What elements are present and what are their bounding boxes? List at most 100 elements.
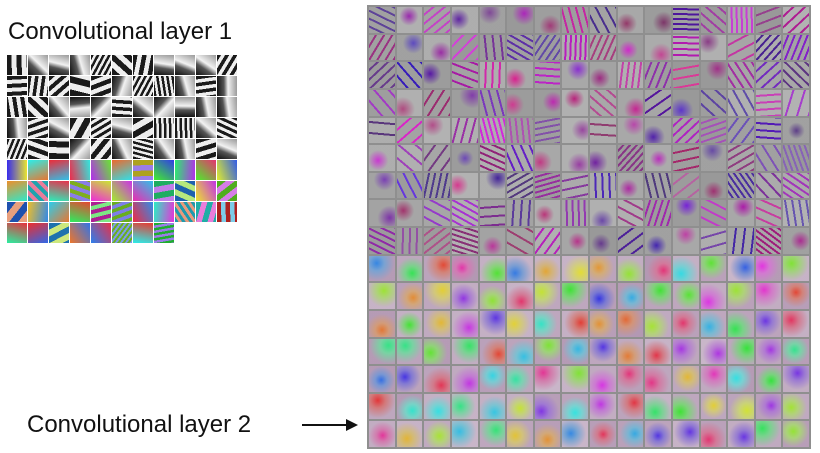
layer2-filter-patch	[396, 200, 423, 226]
layer2-filter-patch	[369, 393, 395, 420]
layer1-filter-patch	[196, 160, 216, 180]
layer2-filter-patch	[617, 7, 644, 33]
layer2-filter-patch	[617, 421, 644, 447]
layer2-filter-patch	[534, 172, 561, 199]
layer2-filter-patch	[451, 283, 478, 309]
layer2-filter-patch	[507, 338, 533, 365]
layer2-filter-patch	[755, 283, 782, 309]
layer2-filter-patch	[783, 228, 809, 254]
layer1-filter-patch	[49, 160, 69, 180]
layer2-filter-patch	[672, 393, 699, 420]
layer2-filter-patch	[728, 255, 754, 282]
layer2-filter-patch	[479, 255, 506, 282]
layer2-filter-patch	[479, 62, 506, 88]
layer1-filter-patch	[91, 160, 111, 180]
layer1-filter-patch	[70, 76, 90, 96]
layer1-filter-patch	[49, 118, 69, 138]
layer2-filter-patch	[700, 366, 727, 392]
layer2-filter-patch	[562, 421, 588, 447]
layer1-filter-patch	[70, 118, 90, 138]
layer2-filter-patch	[755, 310, 782, 337]
layer1-filter-patch	[196, 55, 216, 75]
layer2-filter-patch	[755, 172, 782, 199]
layer2-filter-patch	[396, 310, 423, 337]
layer2-filter-patch	[534, 421, 561, 447]
layer1-filter-patch	[112, 97, 132, 117]
layer1-filter-patch	[91, 76, 111, 96]
layer1-filter-patch	[91, 181, 111, 201]
layer1-filter-patch	[49, 202, 69, 222]
layer2-filter-patch	[590, 7, 616, 33]
layer2-filter-patch	[534, 117, 561, 144]
layer1-filter-patch	[112, 118, 132, 138]
layer2-filter-patch	[645, 421, 671, 447]
layer2-filter-patch	[479, 310, 506, 337]
layer2-filter-patch	[728, 200, 754, 226]
layer1-filter-patch	[28, 139, 48, 159]
layer1-filter-patch	[70, 55, 90, 75]
layer2-filter-patch	[534, 7, 561, 33]
layer1-filter-patch	[154, 76, 174, 96]
layer1-filter-patch	[49, 139, 69, 159]
layer1-filter-patch	[70, 181, 90, 201]
layer2-filter-patch	[424, 338, 450, 365]
layer2-filter-patch	[396, 62, 423, 88]
layer2-filter-patch	[369, 310, 395, 337]
layer2-filter-patch	[369, 145, 395, 171]
layer2-filter-patch	[590, 421, 616, 447]
layer1-filter-patch	[112, 223, 132, 243]
layer2-filter-patch	[396, 7, 423, 33]
layer2-filter-patch	[451, 62, 478, 88]
layer2-filter-patch	[451, 34, 478, 61]
layer2-filter-patch	[755, 34, 782, 61]
layer2-filter-patch	[672, 228, 699, 254]
layer1-filter-patch	[112, 55, 132, 75]
layer2-filter-patch	[617, 172, 644, 199]
layer2-filter-patch	[590, 338, 616, 365]
layer2-filter-patch	[590, 228, 616, 254]
layer1-filter-patch	[196, 97, 216, 117]
layer1-filter-patch	[133, 181, 153, 201]
layer1-filter-patch	[7, 160, 27, 180]
layer2-filter-patch	[590, 366, 616, 392]
layer2-filter-patch	[562, 62, 588, 88]
layer1-filter-patch	[91, 202, 111, 222]
layer2-filter-patch	[507, 393, 533, 420]
layer2-filter-patch	[755, 366, 782, 392]
layer2-filter-patch	[451, 7, 478, 33]
layer2-filter-patch	[479, 34, 506, 61]
layer2-filter-patch	[369, 283, 395, 309]
layer2-filter-patch	[783, 200, 809, 226]
layer2-filter-patch	[424, 255, 450, 282]
layer2-filter-patch	[396, 393, 423, 420]
layer2-filter-patch	[645, 34, 671, 61]
layer2-filter-patch	[617, 89, 644, 116]
layer2-filter-patch	[451, 393, 478, 420]
layer2-filter-patch	[507, 255, 533, 282]
layer2-filter-patch	[783, 421, 809, 447]
layer1-filter-patch	[91, 223, 111, 243]
layer1-filter-patch	[196, 181, 216, 201]
layer2-filter-patch	[672, 7, 699, 33]
layer2-filter-patch	[534, 283, 561, 309]
layer1-filter-patch	[49, 223, 69, 243]
layer1-label: Convolutional layer 1	[8, 18, 233, 45]
layer2-filter-patch	[783, 310, 809, 337]
layer2-filter-patch	[617, 338, 644, 365]
layer1-filter-patch	[217, 118, 237, 138]
layer2-filter-patch	[507, 310, 533, 337]
layer2-filter-patch	[590, 34, 616, 61]
layer1-filter-patch	[196, 202, 216, 222]
layer1-filter-patch	[7, 202, 27, 222]
layer2-filter-patch	[369, 89, 395, 116]
layer2-filter-patch	[479, 145, 506, 171]
layer2-filter-patch	[590, 172, 616, 199]
layer2-filter-patch	[672, 310, 699, 337]
layer2-filter-patch	[396, 172, 423, 199]
layer2-filter-patch	[783, 283, 809, 309]
layer1-filter-patch	[154, 160, 174, 180]
layer1-filter-patch	[70, 139, 90, 159]
layer1-filter-patch	[70, 97, 90, 117]
layer1-filter-patch	[154, 55, 174, 75]
layer2-filter-patch	[700, 62, 727, 88]
